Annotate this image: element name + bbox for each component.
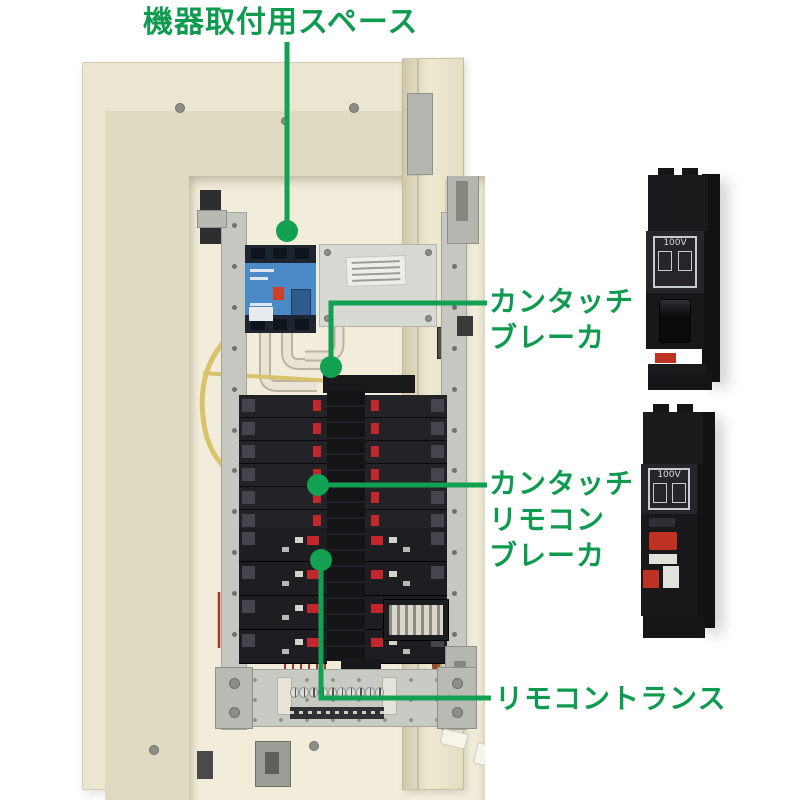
kantouch-breaker-unit: [365, 464, 447, 487]
frame-screw: [149, 745, 159, 755]
voltage-label: 100V: [663, 238, 687, 248]
kantouch-remote-breaker-unit: [239, 528, 327, 562]
annotation-line: リモコン: [489, 502, 606, 536]
kantouch-breaker-unit: [365, 441, 447, 464]
kantouch-breaker-unit: [239, 418, 327, 441]
kantouch-breaker-unit: [239, 395, 327, 418]
terminal-end-cheek: [382, 677, 397, 715]
door-hinge-plate: [407, 93, 433, 176]
kantouch-breaker-unit: [365, 418, 447, 441]
bottom-left-hinge-pin: [197, 751, 213, 779]
upper-left-breakers: [239, 395, 327, 533]
terminal-screws: [290, 679, 385, 705]
voltage-label: 100V: [657, 470, 681, 480]
cabinet-interior: [189, 176, 485, 800]
kantouch-breaker-unit: [239, 464, 327, 487]
lower-right-remote-breakers: [365, 528, 447, 664]
annotation-kantouch-breaker: カンタッチ ブレーカ: [489, 284, 634, 356]
kantouch-remote-breaker-unit: [239, 596, 327, 630]
right-top-hinge: [447, 176, 479, 244]
main-breaker-top-terminals: [245, 245, 316, 263]
remote-breaker-red-button: [649, 532, 677, 550]
frame-screw: [309, 741, 319, 751]
main-breaker-trip-button: [273, 287, 284, 300]
remote-breaker-red-indicator: [643, 570, 659, 588]
plate-spec-sticker: [345, 254, 407, 288]
frame-screw: [175, 103, 185, 113]
product-photo-kantouch-breaker: 100V: [646, 168, 720, 390]
annotation-remote-transformer: リモコントランス: [495, 682, 727, 715]
right-mid-latch: [457, 316, 473, 336]
annotation-line: カンタッチ: [489, 285, 635, 318]
terminal-label-band: [290, 707, 384, 719]
equipment-mounting-plate: [319, 244, 437, 327]
remote-breaker-white-tag: [649, 554, 677, 564]
kantouch-breaker-unit: [365, 487, 447, 510]
kantouch-breaker-unit: [365, 395, 447, 418]
annotation-line: カンタッチ: [489, 467, 635, 500]
annotation-line: ブレーカ: [489, 320, 606, 354]
annotation-line: ブレーカ: [489, 538, 606, 572]
remote-control-transformer: [383, 599, 449, 641]
rail-right-bracket: [437, 667, 477, 729]
breaker-toggle: [659, 299, 691, 343]
annotation-kantouch-remote-breaker: カンタッチ リモコン ブレーカ: [489, 466, 634, 573]
main-breaker: [245, 245, 316, 333]
transformer-label-face: [389, 605, 443, 635]
kantouch-breaker-unit: [239, 510, 327, 533]
panel-cabinet: [82, 62, 485, 800]
frame-screw: [349, 103, 359, 113]
breaker-red-tag: [655, 353, 676, 363]
main-breaker-rating-sticker: [249, 307, 273, 321]
center-busbar: [327, 391, 365, 661]
kantouch-breaker-unit: [239, 487, 327, 510]
remote-breaker-white-window: [663, 566, 679, 588]
upper-right-breakers: [365, 395, 447, 533]
kantouch-remote-breaker-unit: [239, 562, 327, 596]
frame-screw: [281, 117, 289, 125]
breaker-rating-plate: 100V: [648, 468, 690, 510]
product-photo-kantouch-remote-breaker: 100V: [641, 404, 715, 640]
kantouch-remote-breaker-unit: [365, 528, 447, 562]
annotation-mounting-space: 機器取付用スペース: [143, 5, 419, 40]
left-corner-clamp: [197, 210, 227, 228]
rail-left-bracket: [215, 667, 253, 729]
busbar-feed-block: [323, 375, 415, 393]
terminal-block: [277, 675, 397, 721]
lower-left-remote-breakers: [239, 528, 327, 664]
main-breaker-body: [245, 263, 316, 327]
bottom-left-latch: [255, 741, 291, 787]
kantouch-remote-breaker-unit: [365, 562, 447, 596]
kantouch-remote-breaker-unit: [239, 630, 327, 664]
kantouch-breaker-unit: [239, 441, 327, 464]
breaker-rating-plate: 100V: [653, 236, 697, 288]
